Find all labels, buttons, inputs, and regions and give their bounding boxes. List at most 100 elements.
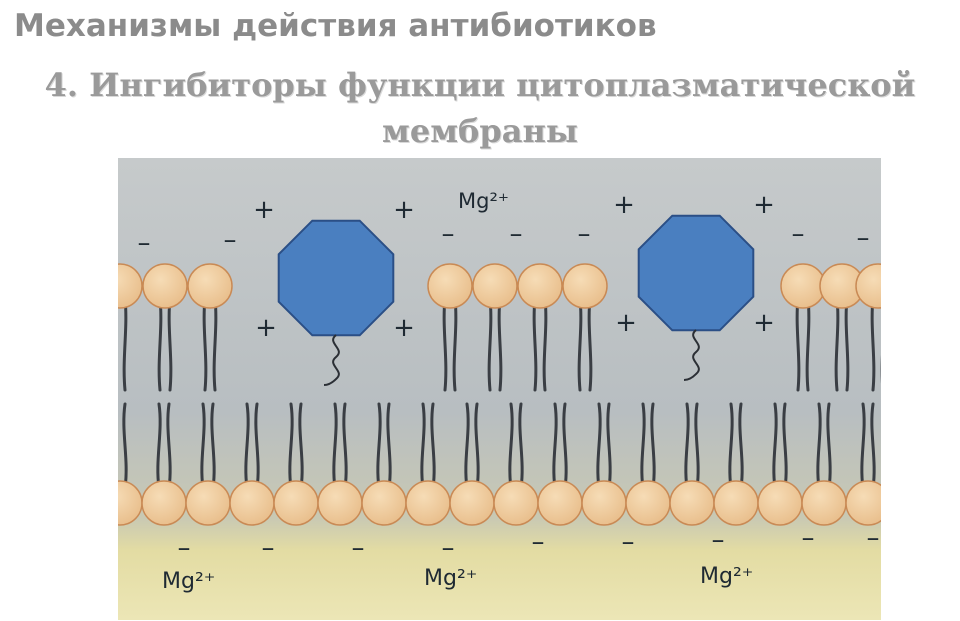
lipid-tail xyxy=(376,402,382,490)
lipid-head xyxy=(187,263,233,309)
lipid-tail xyxy=(508,402,514,490)
lipid-tail xyxy=(452,296,458,392)
lipid-tail xyxy=(288,402,294,490)
lipid-tail xyxy=(587,296,593,392)
lipid-head xyxy=(625,480,671,526)
lipid-tail xyxy=(562,402,568,490)
lipid-tail xyxy=(386,402,392,490)
lipid-tail xyxy=(728,402,734,490)
lipid-tail xyxy=(782,402,788,490)
lipid-tail xyxy=(200,402,206,490)
page-title: Механизмы действия антибиотиков xyxy=(14,8,657,44)
antibiotic-tail xyxy=(323,334,340,387)
lipid-tail xyxy=(254,402,260,490)
lipid-head xyxy=(669,480,715,526)
lipid-head xyxy=(273,480,319,526)
plus-sign: + xyxy=(393,313,415,343)
lipid-head xyxy=(801,480,847,526)
lower-leaflet-heads xyxy=(118,480,881,526)
subtitle-line-2: мембраны xyxy=(382,112,578,150)
plus-sign: + xyxy=(753,190,775,220)
minus-sign: – xyxy=(138,228,151,258)
lipid-tail xyxy=(166,402,172,490)
minus-sign: – xyxy=(857,223,870,253)
lipid-tail xyxy=(464,402,470,490)
lipid-head xyxy=(855,263,881,309)
lipid-tail xyxy=(122,296,128,392)
mg-ion-label-bottom-middle: Mg²⁺ xyxy=(424,566,477,591)
lipid-tail xyxy=(542,296,548,392)
lipid-head xyxy=(713,480,759,526)
charge-signs: ++++++++–––––––––––––––– xyxy=(138,190,880,563)
lipid-head xyxy=(317,480,363,526)
lipid-tail xyxy=(202,296,208,392)
minus-sign: – xyxy=(792,219,805,249)
lipid-tail xyxy=(772,402,778,490)
slide-subtitle: 4. Ингибиторы функции цитоплазматической… xyxy=(0,62,960,154)
lipid-tail xyxy=(795,296,801,392)
mg-ion-label-bottom-right: Mg²⁺ xyxy=(700,564,753,589)
lipid-tail xyxy=(430,402,436,490)
plus-sign: + xyxy=(393,195,415,225)
lipid-tail xyxy=(684,402,690,490)
lipid-tail xyxy=(342,402,348,490)
antibiotic-molecules xyxy=(277,214,755,387)
lower-leaflet-tails xyxy=(122,402,876,490)
antibiotic-octagon xyxy=(277,219,395,337)
antibiotic-tail xyxy=(683,329,700,382)
lipid-head xyxy=(118,263,143,309)
minus-sign: – xyxy=(224,225,237,255)
lipid-tail xyxy=(826,402,832,490)
lipid-tail xyxy=(298,402,304,490)
upper-leaflet-heads xyxy=(118,263,881,309)
lipid-head xyxy=(185,480,231,526)
minus-sign: – xyxy=(622,527,635,557)
lipid-head xyxy=(141,480,187,526)
lipid-tail xyxy=(860,402,866,490)
minus-sign: – xyxy=(578,219,591,249)
lipid-head xyxy=(517,263,563,309)
lipid-tail xyxy=(596,402,602,490)
lipid-tail xyxy=(420,402,426,490)
lipid-tail xyxy=(640,402,646,490)
lipid-tail xyxy=(844,296,850,392)
minus-sign: – xyxy=(802,523,815,553)
minus-sign: – xyxy=(442,533,455,563)
mg-ion-label-top: Mg²⁺ xyxy=(458,189,509,213)
minus-sign: – xyxy=(262,533,275,563)
lipid-head xyxy=(757,480,803,526)
lipid-head xyxy=(845,480,881,526)
membrane-diagram: ++++++++–––––––––––––––– Mg²⁺ Mg²⁺ Mg²⁺ … xyxy=(118,158,881,620)
lipid-tail xyxy=(577,296,583,392)
lipid-tail xyxy=(156,402,162,490)
lipid-head xyxy=(229,480,275,526)
lipid-tail xyxy=(606,402,612,490)
lipid-tail xyxy=(870,402,876,490)
minus-sign: – xyxy=(178,533,191,563)
minus-sign: – xyxy=(442,219,455,249)
lipid-tail xyxy=(518,402,524,490)
lipid-tail xyxy=(834,296,840,392)
plus-sign: + xyxy=(613,190,635,220)
lipid-tail xyxy=(122,402,128,490)
lipid-head xyxy=(581,480,627,526)
minus-sign: – xyxy=(532,527,545,557)
lipid-head xyxy=(405,480,451,526)
plus-sign: + xyxy=(253,195,275,225)
minus-sign: – xyxy=(712,525,725,555)
lipid-tail xyxy=(167,296,173,392)
lipid-tail xyxy=(212,296,218,392)
lipid-head xyxy=(427,263,473,309)
lipid-tail xyxy=(474,402,480,490)
lipid-tail xyxy=(650,402,656,490)
lipid-tail xyxy=(157,296,163,392)
lipid-head xyxy=(537,480,583,526)
lipid-head xyxy=(472,263,518,309)
lipid-tail xyxy=(552,402,558,490)
lipid-tail xyxy=(332,402,338,490)
lipid-tail xyxy=(532,296,538,392)
lipid-tail xyxy=(442,296,448,392)
plus-sign: + xyxy=(255,313,277,343)
lipid-head xyxy=(780,263,826,309)
subtitle-line-1: 4. Ингибиторы функции цитоплазматической xyxy=(44,66,916,104)
